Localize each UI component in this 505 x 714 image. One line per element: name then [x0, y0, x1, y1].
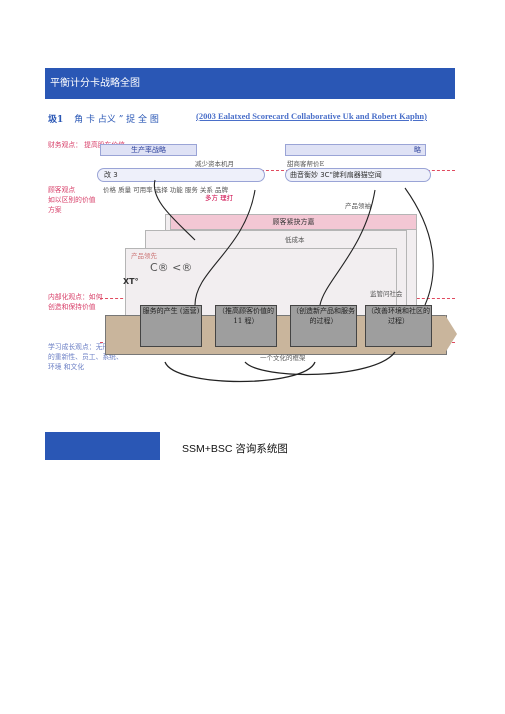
culture-frame-note: 一个文化的框架: [260, 354, 306, 362]
figure-title-prefix: 圾1: [48, 115, 64, 125]
separator-finance: [100, 170, 455, 171]
strategy-map-figure: 财务观点： 提高股东价值 顾客观点 如以区别的价值方案 内部化观点：如何创造和保…: [45, 130, 460, 395]
customer-mid-label: 多方 理打: [205, 194, 234, 202]
process-arrow-head: [445, 315, 457, 353]
revenue-ellipse: 曲音衡妙 3C"脾利扇器猫空闻: [285, 168, 431, 182]
process-stage-regulatory: （改善环境和社区的过程）: [365, 305, 432, 347]
customer-perspective-desc: 如以区别的价值方案: [48, 196, 96, 214]
process-stage-innovation: （创造新产品和服务的过程）: [290, 305, 357, 347]
growth-strategy-box: 略: [285, 144, 426, 156]
ssm-bsc-caption: SSM+BSC 咨询系统图: [182, 443, 288, 455]
registered-marks: C® <®: [150, 261, 193, 274]
internal-perspective: 内部化观点：如何创造和保持价值: [48, 293, 103, 311]
banner-title: 平衡计分卡战略全图: [50, 78, 140, 89]
finance-perspective-label: 财务观点：: [48, 141, 82, 149]
section-banner: [45, 432, 160, 460]
customer-plan-bar: 顾客紧抉方嘉: [170, 214, 417, 230]
finance-right-sub: 甜商客帮价E: [287, 160, 325, 168]
regulatory-note: 监管问社会: [370, 290, 403, 298]
figure-title-rest: 角 卡 占义 ” 捉 全 图: [74, 115, 159, 125]
productivity-strategy-box: 生产率战略: [100, 144, 197, 156]
process-stage-customer: （推高顾客价值的 11 程）: [215, 305, 277, 347]
xt-label: XT°: [123, 277, 139, 286]
product-lead-label: 产品领先: [131, 252, 157, 260]
customer-perspective-label: 顾客观点: [48, 186, 76, 194]
customer-right-label: 产品领袖: [345, 202, 371, 210]
customer-perspective: 顾客观点 如以区别的价值方案: [48, 185, 96, 215]
figure-source: (2003 Ealatxed Scorecard Collaborative U…: [196, 111, 427, 121]
process-stage-operations: 服务的产生 (运营): [140, 305, 202, 347]
figure-title: 圾1 角 卡 占义 ” 捉 全 图: [48, 112, 159, 125]
learning-perspective: 学习成长观点：无形资产的重新性、员工、系统、环境 和文化: [48, 343, 123, 371]
flow-arrows: [153, 179, 434, 383]
header-banner: [45, 68, 455, 99]
finance-left-sub: 减少资本机月: [195, 160, 234, 168]
low-cost-label: 低成本: [285, 236, 305, 244]
customer-value-labels: 价格 质量 可用率 选择 功能 服务 关系 品牌: [103, 186, 228, 194]
cost-ellipse: 改 3: [97, 168, 265, 182]
